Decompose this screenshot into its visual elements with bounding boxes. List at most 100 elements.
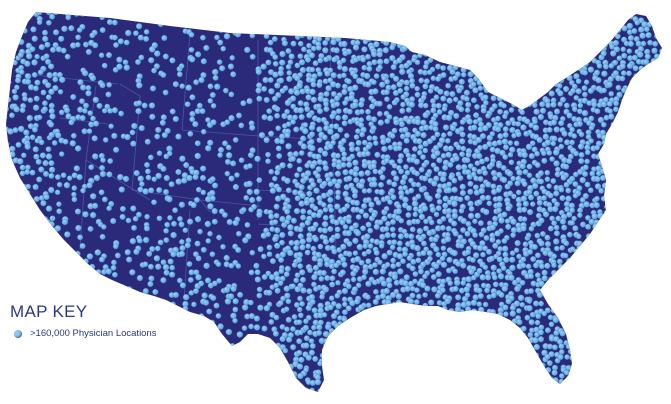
physician-location-dot: [367, 243, 374, 249]
physician-location-dot: [386, 387, 393, 392]
physician-location-dot: [432, 314, 439, 321]
physician-location-dot: [494, 14, 501, 21]
physician-location-dot: [435, 205, 442, 212]
physician-location-dot: [176, 387, 183, 392]
physician-location-dot: [659, 17, 662, 23]
physician-location-dot: [6, 346, 9, 353]
physician-location-dot: [365, 323, 372, 330]
physician-location-dot: [6, 96, 12, 103]
physician-location-dot: [223, 286, 231, 294]
physician-location-dot: [396, 253, 404, 260]
physician-location-dot: [162, 342, 169, 349]
physician-location-dot: [498, 37, 505, 44]
physician-location-dot: [322, 286, 330, 293]
physician-location-dot: [346, 24, 353, 31]
physician-location-dot: [569, 42, 577, 49]
physician-location-dot: [148, 102, 156, 109]
physician-location-dot: [142, 288, 149, 295]
physician-location-dot: [402, 196, 409, 203]
physician-location-dot: [188, 46, 195, 53]
physician-location-dot: [200, 246, 207, 253]
physician-location-dot: [592, 299, 598, 305]
physician-location-dot: [308, 338, 315, 344]
physician-location-dot: [428, 299, 435, 306]
physician-location-dot: [400, 94, 407, 100]
physician-location-dot: [108, 123, 114, 129]
physician-location-dot: [386, 333, 394, 340]
physician-location-dot: [305, 12, 313, 15]
physician-location-dot: [288, 239, 295, 246]
physician-location-dot: [421, 325, 428, 331]
physician-location-dot: [542, 31, 550, 38]
physician-location-dot: [600, 326, 607, 333]
physician-location-dot: [342, 331, 349, 337]
physician-location-dot: [408, 313, 415, 320]
physician-location-dot: [627, 261, 634, 268]
physician-location-dot: [148, 275, 155, 282]
physician-location-dot: [615, 362, 622, 370]
physician-location-dot: [436, 28, 443, 34]
physician-location-dot: [610, 121, 617, 128]
physician-location-dot: [24, 60, 31, 67]
physician-location-dot: [194, 385, 201, 392]
physician-location-dot: [160, 165, 167, 172]
physician-location-dot: [455, 324, 463, 331]
physician-location-dot: [17, 51, 24, 58]
physician-location-dot: [396, 308, 403, 315]
physician-location-dot: [293, 126, 300, 133]
physician-location-dot: [71, 185, 78, 191]
physician-location-dot: [429, 38, 436, 45]
physician-location-dot: [564, 354, 570, 360]
physician-location-dot: [268, 274, 276, 281]
physician-location-dot: [433, 211, 440, 218]
physician-location-dot: [449, 349, 456, 356]
physician-location-dot: [440, 132, 447, 138]
physician-location-dot: [643, 224, 650, 231]
physician-location-dot: [341, 40, 348, 48]
physician-location-dot: [186, 261, 193, 267]
physician-location-dot: [483, 208, 490, 216]
physician-location-dot: [641, 233, 647, 240]
physician-location-dot: [616, 379, 623, 385]
physician-location-dot: [391, 181, 398, 188]
physician-location-dot: [232, 219, 239, 227]
physician-location-dot: [641, 385, 648, 392]
physician-location-dot: [199, 108, 206, 115]
physician-location-dot: [485, 35, 492, 42]
physician-location-dot: [650, 152, 657, 159]
physician-location-dot: [6, 95, 7, 103]
physician-location-dot: [145, 174, 152, 181]
physician-location-dot: [126, 350, 132, 357]
physician-location-dot: [61, 25, 68, 33]
physician-location-dot: [386, 376, 393, 382]
physician-location-dot: [418, 166, 425, 173]
physician-location-dot: [655, 188, 662, 194]
physician-location-dot: [334, 323, 341, 330]
physician-location-dot: [466, 53, 473, 60]
physician-location-dot: [43, 372, 49, 379]
physician-location-dot: [244, 338, 251, 345]
physician-location-dot: [484, 156, 490, 163]
physician-location-dot: [592, 313, 598, 319]
physician-location-dot: [569, 139, 575, 146]
physician-location-dot: [620, 104, 627, 111]
physician-location-dot: [414, 218, 421, 225]
physician-location-dot: [445, 213, 452, 219]
physician-location-dot: [607, 128, 614, 135]
physician-location-dot: [365, 114, 372, 122]
physician-location-dot: [612, 367, 619, 374]
physician-location-dot: [555, 215, 562, 222]
physician-location-dot: [582, 60, 589, 67]
physician-location-dot: [206, 308, 213, 315]
physician-location-dot: [620, 70, 627, 76]
physician-location-dot: [89, 193, 97, 200]
physician-location-dot: [646, 146, 654, 153]
physician-location-dot: [585, 262, 591, 269]
physician-location-dot: [31, 126, 38, 133]
physician-location-dot: [562, 252, 569, 259]
physician-location-dot: [228, 114, 235, 122]
physician-location-dot: [220, 45, 226, 52]
physician-location-dot: [620, 386, 627, 392]
physician-location-dot: [28, 231, 35, 238]
physician-location-dot: [585, 214, 591, 221]
